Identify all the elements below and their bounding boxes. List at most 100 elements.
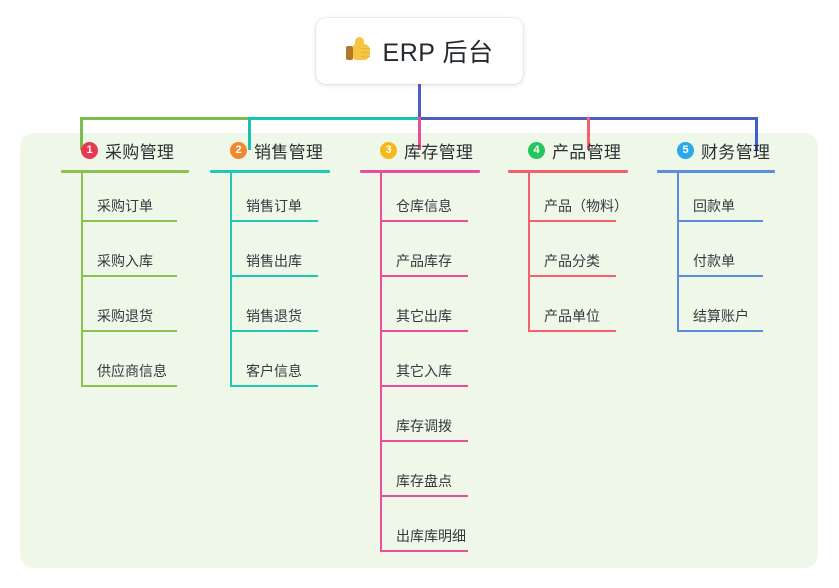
leaf-label: 销售出库	[246, 253, 302, 269]
leaf-node[interactable]: 产品（物料）	[508, 173, 628, 228]
leaf-node[interactable]: 采购入库	[61, 228, 189, 283]
leaf-label: 产品分类	[544, 253, 600, 269]
leaf-node[interactable]: 供应商信息	[61, 338, 189, 393]
leaf-label: 仓库信息	[396, 198, 452, 214]
leaf-rule	[528, 220, 616, 222]
leaf-rule	[380, 495, 468, 497]
leaf-label: 产品（物料）	[544, 198, 628, 214]
column-title-2: 销售管理	[254, 142, 324, 162]
leaf-label: 销售退货	[246, 308, 302, 324]
column-spine-2	[230, 173, 232, 387]
leaf-node[interactable]: 库存盘点	[360, 448, 480, 503]
column-badge-3: 3	[380, 141, 397, 159]
leaf-rule	[677, 275, 763, 277]
leaf-node[interactable]: 其它入库	[360, 338, 480, 393]
column-5: 5 财务管理回款单付款单结算账户	[657, 133, 777, 344]
leaf-rule	[380, 330, 468, 332]
leaf-label: 产品单位	[544, 308, 600, 324]
thumbs-up-icon	[345, 37, 374, 65]
leaf-node[interactable]: 销售出库	[210, 228, 334, 283]
leaf-rule	[81, 330, 177, 332]
leaf-label: 库存调拨	[396, 418, 452, 434]
leaf-rule	[677, 330, 763, 332]
column-rule-4	[508, 170, 628, 173]
column-header-1[interactable]: 1 采购管理	[61, 133, 189, 167]
leaf-node[interactable]: 出库库明细	[360, 503, 480, 558]
leaf-label: 产品库存	[396, 253, 452, 269]
column-header-3[interactable]: 3 库存管理	[360, 133, 480, 167]
leaf-label: 出库库明细	[396, 528, 466, 544]
column-rule-5	[657, 170, 775, 173]
leaf-node[interactable]: 销售退货	[210, 283, 334, 338]
leaf-rule	[677, 220, 763, 222]
column-body-5: 回款单付款单结算账户	[657, 173, 777, 344]
leaf-node[interactable]: 产品分类	[508, 228, 628, 283]
column-rule-1	[61, 170, 189, 173]
root-node[interactable]: ERP 后台	[316, 18, 523, 84]
column-spine-3	[380, 173, 382, 552]
column-container: 1 采购管理采购订单采购入库采购退货供应商信息 2 销售管理销售订单销售出库销售退货客…	[20, 133, 818, 568]
leaf-rule	[528, 275, 616, 277]
leaf-label: 采购退货	[97, 308, 153, 324]
leaf-node[interactable]: 客户信息	[210, 338, 334, 393]
leaf-rule	[380, 385, 468, 387]
leaf-rule	[230, 330, 318, 332]
leaf-node[interactable]: 其它出库	[360, 283, 480, 338]
leaf-node[interactable]: 结算账户	[657, 283, 777, 338]
leaf-node[interactable]: 回款单	[657, 173, 777, 228]
leaf-label: 结算账户	[693, 308, 749, 324]
column-title-5: 财务管理	[701, 142, 771, 162]
leaf-rule	[380, 440, 468, 442]
leaf-rule	[230, 220, 318, 222]
column-spine-1	[81, 173, 83, 387]
column-header-5[interactable]: 5 财务管理	[657, 133, 777, 167]
leaf-rule	[380, 220, 468, 222]
leaf-rule	[230, 385, 318, 387]
column-2: 2 销售管理销售订单销售出库销售退货客户信息	[210, 133, 334, 399]
leaf-label: 采购订单	[97, 198, 153, 214]
leaf-label: 付款单	[693, 253, 735, 269]
leaf-label: 回款单	[693, 198, 735, 214]
leaf-node[interactable]: 仓库信息	[360, 173, 480, 228]
column-spine-5	[677, 173, 679, 332]
leaf-rule	[230, 275, 318, 277]
leaf-node[interactable]: 产品库存	[360, 228, 480, 283]
leaf-node[interactable]: 库存调拨	[360, 393, 480, 448]
column-header-4[interactable]: 4 产品管理	[508, 133, 628, 167]
column-body-3: 仓库信息产品库存其它出库其它入库库存调拨库存盘点出库库明细	[360, 173, 480, 564]
connector-lines	[80, 84, 758, 150]
column-title-1: 采购管理	[105, 142, 175, 162]
leaf-label: 销售订单	[246, 198, 302, 214]
column-badge-4: 4	[528, 141, 545, 159]
leaf-label: 其它出库	[396, 308, 452, 324]
column-spine-4	[528, 173, 530, 332]
leaf-node[interactable]: 采购订单	[61, 173, 189, 228]
leaf-node[interactable]: 采购退货	[61, 283, 189, 338]
leaf-node[interactable]: 付款单	[657, 228, 777, 283]
leaf-label: 客户信息	[246, 363, 302, 379]
leaf-node[interactable]: 产品单位	[508, 283, 628, 338]
leaf-rule	[81, 275, 177, 277]
leaf-rule	[528, 330, 616, 332]
column-3: 3 库存管理仓库信息产品库存其它出库其它入库库存调拨库存盘点出库库明细	[360, 133, 480, 564]
column-body-2: 销售订单销售出库销售退货客户信息	[210, 173, 334, 399]
column-rule-2	[210, 170, 330, 173]
leaf-label: 采购入库	[97, 253, 153, 269]
column-body-1: 采购订单采购入库采购退货供应商信息	[61, 173, 189, 399]
column-title-4: 产品管理	[552, 142, 622, 162]
column-badge-1: 1	[81, 141, 98, 159]
column-badge-2: 2	[230, 141, 247, 159]
column-body-4: 产品（物料） 产品分类产品单位	[508, 173, 628, 344]
column-title-3: 库存管理	[404, 142, 474, 162]
leaf-label: 其它入库	[396, 363, 452, 379]
column-1: 1 采购管理采购订单采购入库采购退货供应商信息	[61, 133, 189, 399]
leaf-rule	[81, 220, 177, 222]
column-4: 4 产品管理产品（物料） 产品分类产品单位	[508, 133, 628, 344]
leaf-rule	[380, 275, 468, 277]
leaf-rule	[81, 385, 177, 387]
column-badge-5: 5	[677, 141, 694, 159]
leaf-node[interactable]: 销售订单	[210, 173, 334, 228]
column-header-2[interactable]: 2 销售管理	[210, 133, 334, 167]
root-title: ERP 后台	[382, 39, 494, 67]
leaf-rule	[380, 550, 468, 552]
